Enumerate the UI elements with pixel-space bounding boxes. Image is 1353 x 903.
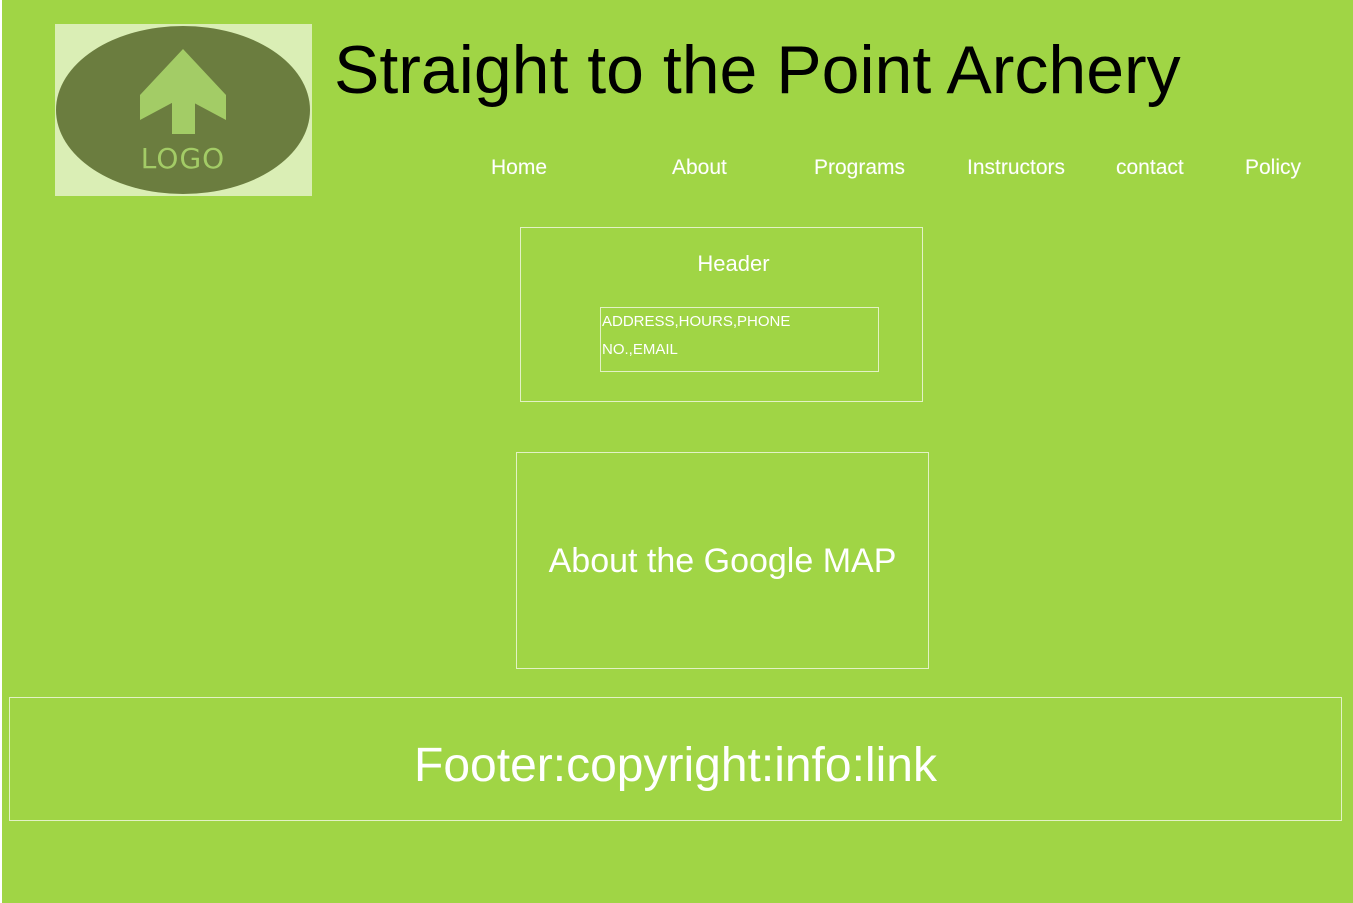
logo-graphic: LOGO — [56, 26, 310, 194]
nav-policy[interactable]: Policy — [1245, 156, 1302, 179]
contact-info-line-2: NO.,EMAIL — [602, 341, 678, 358]
map-label: About the Google MAP — [548, 542, 897, 580]
arrow-up-icon — [140, 49, 226, 134]
nav-home[interactable]: Home — [491, 156, 548, 179]
footer-label: Footer:copyright:info:link — [414, 739, 937, 792]
header-label: Header — [697, 251, 770, 276]
nav-contact[interactable]: contact — [1116, 156, 1184, 179]
nav-instructors[interactable]: Instructors — [967, 156, 1066, 179]
contact-info-line-1: ADDRESS,HOURS,PHONE — [602, 313, 791, 330]
nav-about[interactable]: About — [672, 156, 727, 179]
footer: Footer:copyright:info:link — [9, 697, 1342, 821]
logo-text: LOGO — [141, 142, 225, 175]
nav-programs[interactable]: Programs — [814, 156, 906, 179]
header-section: Header ADDRESS,HOURS,PHONE NO.,EMAIL — [520, 227, 923, 402]
contact-info-box: ADDRESS,HOURS,PHONE NO.,EMAIL — [600, 307, 879, 372]
logo[interactable]: LOGO — [55, 24, 312, 196]
site-title: Straight to the Point Archery — [334, 32, 1181, 108]
map-section[interactable]: About the Google MAP — [516, 452, 929, 669]
